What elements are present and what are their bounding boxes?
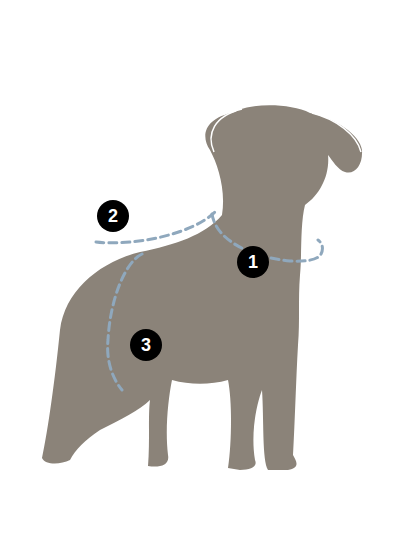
ear-outline — [211, 109, 242, 152]
ear-outline — [312, 113, 361, 152]
callout-number: 1 — [237, 246, 269, 278]
dog-silhouette — [42, 105, 362, 470]
callout-number: 2 — [97, 200, 129, 232]
chest-girth-measure-line — [108, 254, 142, 390]
callout-number: 3 — [130, 329, 162, 361]
